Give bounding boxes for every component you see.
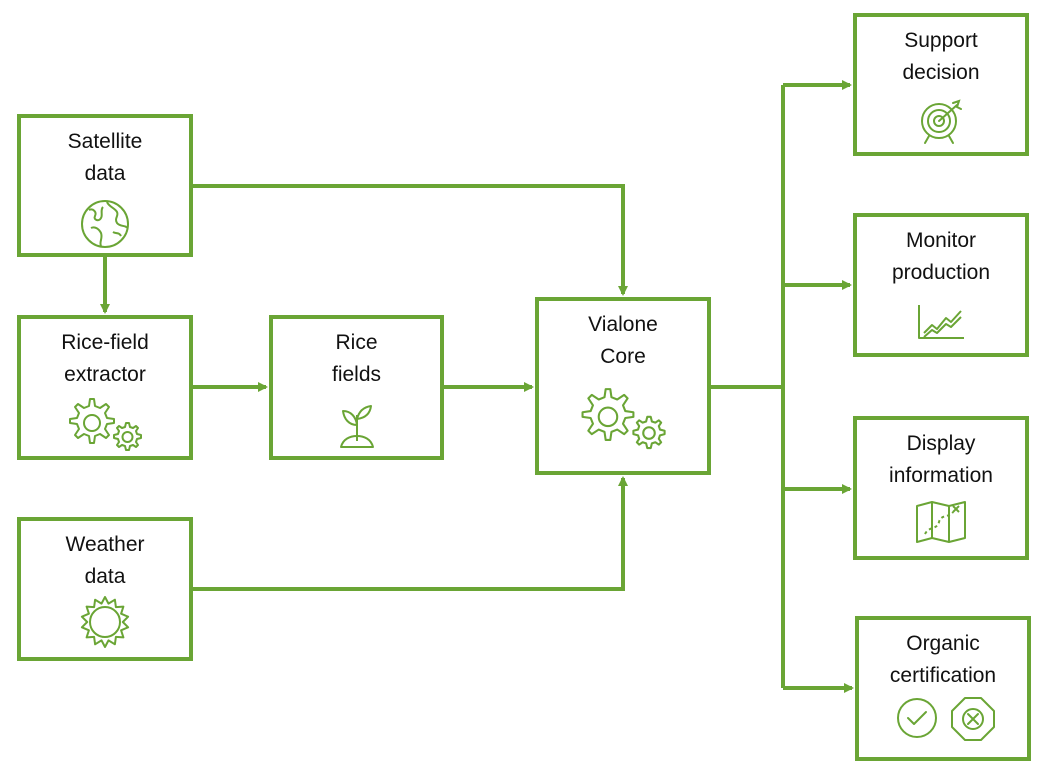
map-icon bbox=[915, 500, 967, 544]
cross-octagon-icon bbox=[950, 696, 996, 742]
gears-icon bbox=[571, 379, 675, 457]
node-label: Rice-field extractor bbox=[61, 331, 149, 386]
node-support-decision: Support decision bbox=[853, 13, 1029, 156]
node-label: Monitor production bbox=[891, 229, 991, 284]
node-label: Organic certification bbox=[889, 632, 997, 687]
sun-icon bbox=[77, 595, 133, 651]
node-label: Display information bbox=[889, 432, 993, 487]
target-icon bbox=[917, 97, 965, 145]
node-label: Vialone Core bbox=[588, 313, 658, 368]
node-vialone-core: Vialone Core bbox=[535, 297, 711, 475]
arrow-weather-to-core bbox=[193, 476, 628, 591]
check-circle-icon bbox=[895, 696, 939, 740]
node-label: Support decision bbox=[902, 29, 980, 84]
node-rice-fields: Rice fields bbox=[269, 315, 444, 460]
globe-icon bbox=[79, 198, 131, 250]
node-label: Satellite data bbox=[67, 130, 143, 185]
node-label: Weather data bbox=[65, 533, 145, 588]
line-chart-icon bbox=[916, 303, 966, 341]
node-label: Rice fields bbox=[331, 331, 382, 386]
gears-icon bbox=[60, 395, 150, 453]
node-display-information: Display information bbox=[853, 416, 1029, 560]
node-weather-data: Weather data bbox=[17, 517, 193, 661]
sprout-icon bbox=[335, 401, 379, 449]
node-organic-certification: Organic certification bbox=[855, 616, 1031, 761]
arrow-satellite-to-core bbox=[193, 184, 628, 296]
node-monitor-production: Monitor production bbox=[853, 213, 1029, 357]
node-satellite-data: Satellite data bbox=[17, 114, 193, 257]
node-rice-field-extractor: Rice-field extractor bbox=[17, 315, 193, 460]
